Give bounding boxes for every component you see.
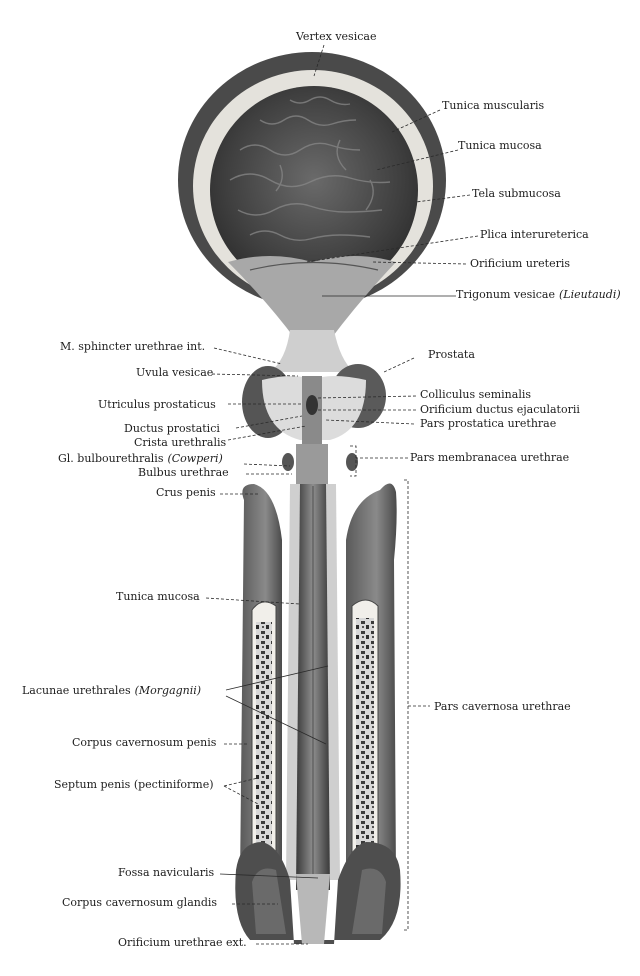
label-prostata: Prostata bbox=[428, 348, 475, 361]
label-crus-penis: Crus penis bbox=[156, 486, 216, 499]
label-trigonum-vesicae: Trigonum vesicae (Lieutaudi) bbox=[456, 288, 621, 301]
label-gl-bulbourethralis-main: Gl. bulbourethralis bbox=[58, 452, 164, 465]
label-corpus-cavernosum-glandis: Corpus cavernosum glandis bbox=[62, 896, 217, 909]
colliculus-mark bbox=[306, 395, 318, 415]
bladder bbox=[178, 52, 446, 340]
leader-lines bbox=[205, 44, 479, 945]
gl-bulbourethralis-left bbox=[282, 453, 294, 471]
label-corpus-cavernosum-penis: Corpus cavernosum penis bbox=[72, 736, 217, 749]
label-trigonum-vesicae-main: Trigonum vesicae bbox=[456, 288, 555, 301]
label-lacunae-urethrales-italic: (Morgagnii) bbox=[135, 684, 202, 697]
label-tela-submucosa: Tela submucosa bbox=[472, 187, 561, 200]
label-orificium-ductus: Orificium ductus ejaculatorii bbox=[420, 403, 580, 416]
labels: Vertex vesicae Tunica muscularis Tunica … bbox=[22, 30, 621, 949]
plica-interureterica-fold bbox=[249, 261, 379, 271]
bladder-mucosa bbox=[210, 86, 418, 294]
spongy-tissue-right bbox=[356, 618, 374, 858]
spongy-tissue-left bbox=[256, 622, 272, 856]
gl-bulbourethralis-right bbox=[346, 453, 358, 471]
mucosal-folds bbox=[229, 96, 391, 242]
label-utriculus-prostaticus: Utriculus prostaticus bbox=[98, 398, 216, 411]
bladder-neck bbox=[270, 330, 354, 372]
label-crista-urethralis: Crista urethralis bbox=[134, 436, 227, 449]
label-vertex-vesicae: Vertex vesicae bbox=[295, 30, 376, 43]
label-tunica-mucosa-top: Tunica mucosa bbox=[458, 139, 542, 152]
label-ductus-prostatici: Ductus prostatici bbox=[124, 422, 220, 435]
prostate-region bbox=[242, 330, 386, 446]
urethra-membranous bbox=[296, 444, 328, 484]
label-bulbus-urethrae: Bulbus urethrae bbox=[138, 466, 229, 479]
glans-cavernous-right bbox=[352, 868, 386, 934]
label-lacunae-urethrales: Lacunae urethrales (Morgagnii) bbox=[22, 684, 201, 697]
label-fossa-navicularis: Fossa navicularis bbox=[118, 866, 214, 879]
label-uvula-vesicae: Uvula vesicae bbox=[136, 366, 213, 379]
label-tunica-muscularis: Tunica muscularis bbox=[442, 99, 544, 112]
label-tunica-mucosa-mid: Tunica mucosa bbox=[116, 590, 200, 603]
label-lacunae-urethrales-main: Lacunae urethrales bbox=[22, 684, 131, 697]
glans-cavernous-left bbox=[252, 868, 286, 934]
label-trigonum-vesicae-italic: (Lieutaudi) bbox=[559, 288, 621, 301]
label-orificium-ureteris: Orificium ureteris bbox=[470, 257, 570, 270]
label-gl-bulbourethralis: Gl. bulbourethralis(Cowperi) bbox=[58, 452, 223, 465]
label-pars-membranacea: Pars membranacea urethrae bbox=[410, 451, 569, 464]
trigone bbox=[228, 256, 396, 340]
label-m-sphincter: M. sphincter urethrae int. bbox=[60, 340, 205, 353]
label-pars-prostatica: Pars prostatica urethrae bbox=[420, 417, 556, 430]
label-septum-penis: Septum penis (pectiniforme) bbox=[54, 778, 214, 791]
label-colliculus-seminalis: Colliculus seminalis bbox=[420, 388, 531, 401]
fossa-navicularis-shape bbox=[296, 874, 330, 944]
membranous-region bbox=[282, 444, 358, 484]
penis bbox=[235, 483, 401, 944]
label-pars-cavernosa: Pars cavernosa urethrae bbox=[434, 700, 571, 713]
label-plica-interureterica: Plica interureterica bbox=[480, 228, 589, 241]
label-orificium-urethrae-ext: Orificium urethrae ext. bbox=[118, 936, 247, 949]
label-gl-bulbourethralis-italic: (Cowperi) bbox=[167, 452, 222, 465]
